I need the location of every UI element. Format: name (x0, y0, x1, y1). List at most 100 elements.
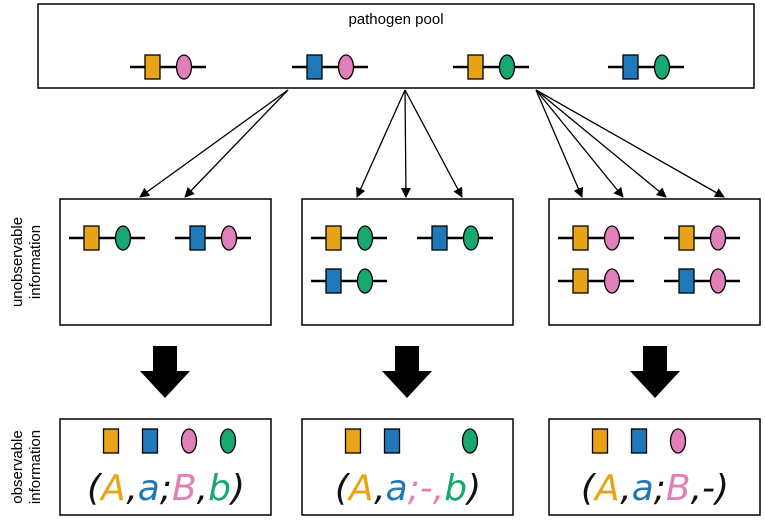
host-1-observed-b-oval (219, 428, 237, 454)
arrow-to-host-3-1 (535, 89, 584, 198)
arrow-to-host-1-2 (184, 89, 289, 198)
allele-b-oval (653, 54, 671, 80)
down-arrow-host-2 (382, 346, 432, 398)
allele-b-oval (498, 54, 516, 80)
allele-A-square (572, 268, 589, 294)
svg-text:information: information (27, 225, 44, 299)
host-1-observed-a-square (141, 428, 159, 454)
pool-strain-4 (608, 54, 684, 80)
arrow-to-host-3-2 (535, 89, 624, 198)
allele-b-oval (356, 268, 374, 294)
host-2-strain-3 (311, 268, 387, 294)
host-1-observed-A-square (102, 428, 120, 454)
host-3-strain-1 (558, 225, 634, 251)
genotype-segment: a (632, 468, 654, 509)
host-3-observed-B-oval (669, 428, 687, 454)
allele-A-square (325, 225, 342, 251)
genotype-segment: A (347, 468, 374, 509)
genotype-segment: A (593, 468, 620, 509)
allele-B-oval (603, 225, 621, 251)
host-2-unobservable-box (301, 198, 514, 326)
host-2-genotype: (A,a;-,b) (335, 468, 481, 509)
allele-A-square (678, 225, 695, 251)
allele-B-oval (220, 225, 238, 251)
host-3-genotype: (A,a;B,-) (581, 468, 729, 509)
genotype-segment: A (99, 468, 126, 509)
genotype-segment: ;-, (408, 468, 445, 509)
genotype-segment: B (666, 468, 691, 509)
host-2-observed-a-square (383, 428, 401, 454)
pool-strain-2 (292, 54, 368, 80)
genotype-segment: B (172, 468, 197, 509)
genotype-segment: ; (160, 468, 172, 509)
arrow-to-host-3-4 (535, 89, 725, 198)
infection-arrows (139, 89, 725, 198)
genotype-segment: ( (335, 468, 351, 509)
host-2-strain-1 (311, 225, 387, 251)
allele-a-square (306, 54, 323, 80)
host-3-observed-a-square (630, 428, 648, 454)
down-arrow-host-1 (140, 346, 190, 398)
allele-B-oval (337, 54, 355, 80)
host-2-observed-A-square (344, 428, 362, 454)
host-2-observed-b-oval (461, 428, 479, 454)
down-arrow-host-3 (630, 346, 680, 398)
arrow-to-host-3-3 (535, 89, 667, 198)
allele-B-oval (603, 268, 621, 294)
genotype-segment: ,-) (691, 468, 729, 509)
allele-B-oval (709, 225, 727, 251)
host-3-strain-4 (664, 268, 740, 294)
host-1-strain-2 (175, 225, 251, 251)
observable-label: observable information (9, 430, 44, 504)
host-3-observable-box (548, 418, 761, 516)
pool-strain-1 (130, 54, 206, 80)
allele-b-oval (356, 225, 374, 251)
host-3-observed-A-square (591, 428, 609, 454)
host-1-unobservable-box (59, 198, 272, 326)
allele-a-square (431, 225, 448, 251)
host-3-unobservable-box (548, 198, 761, 326)
allele-a-square (622, 54, 639, 80)
allele-A-square (144, 54, 161, 80)
allele-b-oval (462, 225, 480, 251)
pool-strain-3 (453, 54, 529, 80)
arrow-to-host-2-2 (400, 89, 411, 198)
svg-text:unobservable: unobservable (9, 217, 26, 307)
observed-alleles (102, 428, 687, 454)
svg-text:observable: observable (9, 430, 26, 503)
host-strains (69, 225, 740, 294)
genotype-segment: ) (464, 468, 481, 509)
allele-A-square (83, 225, 100, 251)
host-1-genotype: (A,a;B,b) (87, 468, 245, 509)
host-1-strain-1 (69, 225, 145, 251)
allele-a-square (325, 268, 342, 294)
host-3-strain-2 (664, 225, 740, 251)
genotype-segment: ; (654, 468, 666, 509)
genotype-segment: , (197, 468, 208, 509)
genotype-segment: b (444, 468, 467, 509)
genotype-segment: ( (87, 468, 103, 509)
allele-B-oval (175, 54, 193, 80)
host-2-observable-box (301, 418, 514, 516)
host-3-strain-3 (558, 268, 634, 294)
arrow-to-host-2-1 (356, 89, 406, 198)
pool-strains (130, 54, 684, 80)
allele-B-oval (709, 268, 727, 294)
genotype-segment: b (208, 468, 231, 509)
genotype-segment: , (620, 468, 631, 509)
genotype-segment: ( (581, 468, 597, 509)
allele-a-square (678, 268, 695, 294)
svg-text:information: information (27, 430, 44, 504)
allele-a-square (189, 225, 206, 251)
allele-A-square (467, 54, 484, 80)
genotype-segment: , (374, 468, 385, 509)
allele-b-oval (114, 225, 132, 251)
arrow-to-host-2-3 (404, 89, 463, 198)
genotype-segment: ) (228, 468, 245, 509)
genotype-segment: a (386, 468, 408, 509)
allele-A-square (572, 225, 589, 251)
host-2-strain-2 (417, 225, 493, 251)
genotype-segment: a (138, 468, 160, 509)
arrow-to-host-1-1 (139, 89, 289, 198)
